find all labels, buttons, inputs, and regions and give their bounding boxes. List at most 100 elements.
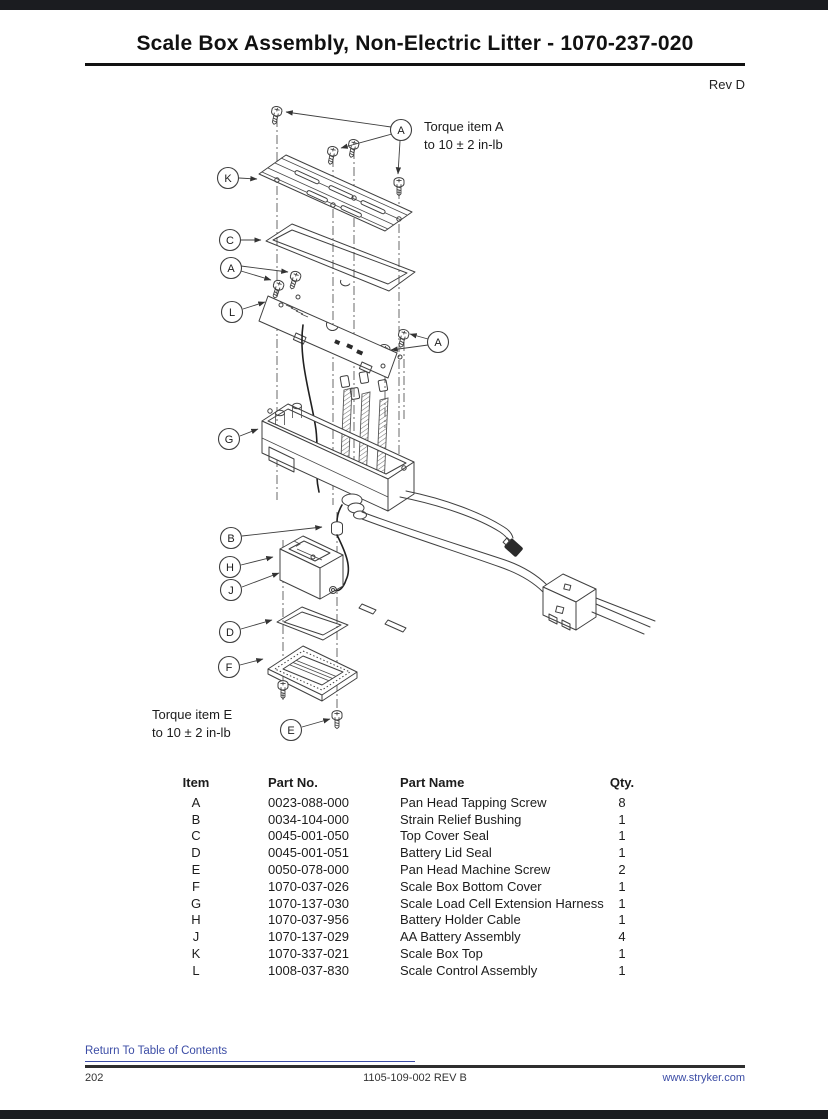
svg-text:H: H bbox=[226, 562, 234, 574]
cell-item: K bbox=[191, 945, 201, 961]
callout-a-right: A bbox=[390, 330, 450, 354]
callout-c: C bbox=[218, 228, 262, 252]
cell-part-name: Top Cover Seal bbox=[400, 828, 489, 844]
cell-part-name: Battery Lid Seal bbox=[400, 845, 492, 861]
return-to-toc-link[interactable]: Return To Table of Contents bbox=[85, 1045, 228, 1057]
scale-box-enclosure-part bbox=[261, 402, 415, 520]
cell-qty: 4 bbox=[618, 929, 626, 945]
cell-part-no: 0034-104-000 bbox=[268, 811, 349, 827]
cell-item: G bbox=[190, 895, 202, 911]
callout-b: B bbox=[219, 525, 323, 550]
cell-part-no: 0023-088-000 bbox=[268, 794, 349, 810]
cell-part-name: Scale Load Cell Extension Harness bbox=[400, 895, 604, 911]
callout-j: J bbox=[219, 572, 280, 602]
callout-l: L bbox=[220, 300, 266, 324]
scale-control-assembly-part bbox=[258, 294, 403, 379]
cell-item: E bbox=[191, 861, 201, 877]
cell-qty: 1 bbox=[618, 895, 626, 911]
cell-qty: 1 bbox=[618, 912, 626, 928]
cell-qty: 1 bbox=[618, 945, 626, 961]
cell-part-no: 0045-001-051 bbox=[268, 845, 349, 861]
callout-f: F bbox=[217, 655, 264, 679]
svg-text:Torque item A: Torque item A bbox=[424, 119, 504, 134]
cell-qty: 1 bbox=[618, 878, 626, 894]
exploded-view-diagram: A K C A bbox=[152, 105, 656, 742]
cell-item: F bbox=[192, 878, 200, 894]
svg-text:C: C bbox=[226, 235, 234, 247]
strain-relief-bushing-part bbox=[331, 504, 350, 592]
cell-part-name: Strain Relief Bushing bbox=[400, 811, 522, 827]
cell-part-no: 1008-037-830 bbox=[268, 962, 349, 978]
cell-part-name: Pan Head Machine Screw bbox=[400, 861, 551, 877]
svg-text:J: J bbox=[228, 585, 234, 597]
parts-table: Item Part No. Part Name Qty. A 0023-088-… bbox=[156, 775, 649, 980]
column-header-part-no: Part No. bbox=[268, 775, 318, 790]
cell-part-name: Scale Box Bottom Cover bbox=[400, 878, 542, 894]
svg-text:A: A bbox=[397, 125, 405, 137]
cell-part-no: 1070-337-021 bbox=[268, 945, 349, 961]
cell-item: C bbox=[191, 828, 201, 844]
svg-text:D: D bbox=[226, 627, 234, 639]
torque-note-a: Torque item A to 10 ± 2 in-lb bbox=[424, 119, 504, 152]
column-header-qty: Qty. bbox=[609, 775, 635, 790]
cell-item: L bbox=[192, 962, 200, 978]
svg-text:F: F bbox=[226, 662, 233, 674]
svg-text:A: A bbox=[227, 263, 235, 275]
bottom-black-bar bbox=[0, 1110, 828, 1119]
callout-e: E bbox=[279, 718, 331, 742]
svg-text:B: B bbox=[227, 533, 234, 545]
cell-qty: 8 bbox=[618, 794, 626, 810]
cell-qty: 1 bbox=[618, 962, 626, 978]
cell-qty: 1 bbox=[618, 828, 626, 844]
cell-part-no: 1070-137-029 bbox=[268, 929, 349, 945]
footer-rule bbox=[85, 1065, 745, 1068]
cell-item: A bbox=[191, 794, 201, 810]
cell-part-name: Pan Head Tapping Screw bbox=[400, 794, 547, 810]
page-number: 202 bbox=[85, 1072, 104, 1084]
svg-text:E: E bbox=[287, 725, 294, 737]
cell-part-no: 0050-078-000 bbox=[268, 861, 349, 877]
svg-text:A: A bbox=[434, 337, 442, 349]
callout-g: G bbox=[217, 427, 259, 451]
revision-label: Rev D bbox=[708, 77, 745, 92]
cell-item: H bbox=[191, 912, 201, 928]
cell-qty: 2 bbox=[618, 861, 626, 877]
cell-part-no: 0045-001-050 bbox=[268, 828, 349, 844]
page-title: Scale Box Assembly, Non-Electric Litter … bbox=[136, 32, 694, 55]
svg-text:L: L bbox=[229, 307, 235, 319]
cell-item: B bbox=[191, 811, 201, 827]
stryker-website-link[interactable]: www.stryker.com bbox=[662, 1072, 745, 1084]
cell-part-name: AA Battery Assembly bbox=[400, 929, 521, 945]
document-reference: 1105-109-002 REV B bbox=[363, 1072, 467, 1084]
cell-part-name: Scale Box Top bbox=[400, 945, 483, 961]
scale-box-bottom-cover-part bbox=[267, 645, 358, 702]
callout-a-left: A bbox=[219, 256, 289, 281]
svg-text:to 10 ± 2 in-lb: to 10 ± 2 in-lb bbox=[152, 725, 231, 740]
torque-note-e: Torque item E to 10 ± 2 in-lb bbox=[152, 707, 233, 740]
title-rule bbox=[85, 63, 745, 66]
cell-part-no: 1070-137-030 bbox=[268, 895, 349, 911]
cell-part-no: 1070-037-956 bbox=[268, 912, 349, 928]
battery-lid-seal-part bbox=[276, 603, 407, 641]
toc-link-underline bbox=[85, 1061, 415, 1062]
callout-h: H bbox=[218, 555, 274, 579]
svg-text:G: G bbox=[225, 434, 234, 446]
column-header-item: Item bbox=[182, 775, 210, 790]
cell-part-name: Battery Holder Cable bbox=[400, 912, 521, 928]
callout-a-top: A bbox=[285, 110, 413, 175]
extension-harness-cable bbox=[361, 490, 656, 635]
top-black-bar bbox=[0, 0, 828, 10]
cell-part-no: 1070-037-026 bbox=[268, 878, 349, 894]
cell-qty: 1 bbox=[618, 845, 626, 861]
callout-d: D bbox=[218, 619, 273, 644]
cell-item: D bbox=[191, 845, 201, 861]
svg-text:to 10 ± 2 in-lb: to 10 ± 2 in-lb bbox=[424, 137, 503, 152]
callout-k: K bbox=[216, 166, 258, 190]
scale-box-top-part bbox=[258, 154, 413, 232]
cell-part-name: Scale Control Assembly bbox=[400, 962, 538, 978]
top-cover-seal-part bbox=[265, 223, 416, 292]
svg-text:K: K bbox=[224, 173, 232, 185]
column-header-part-name: Part Name bbox=[400, 775, 465, 790]
battery-holder-part bbox=[279, 535, 344, 600]
